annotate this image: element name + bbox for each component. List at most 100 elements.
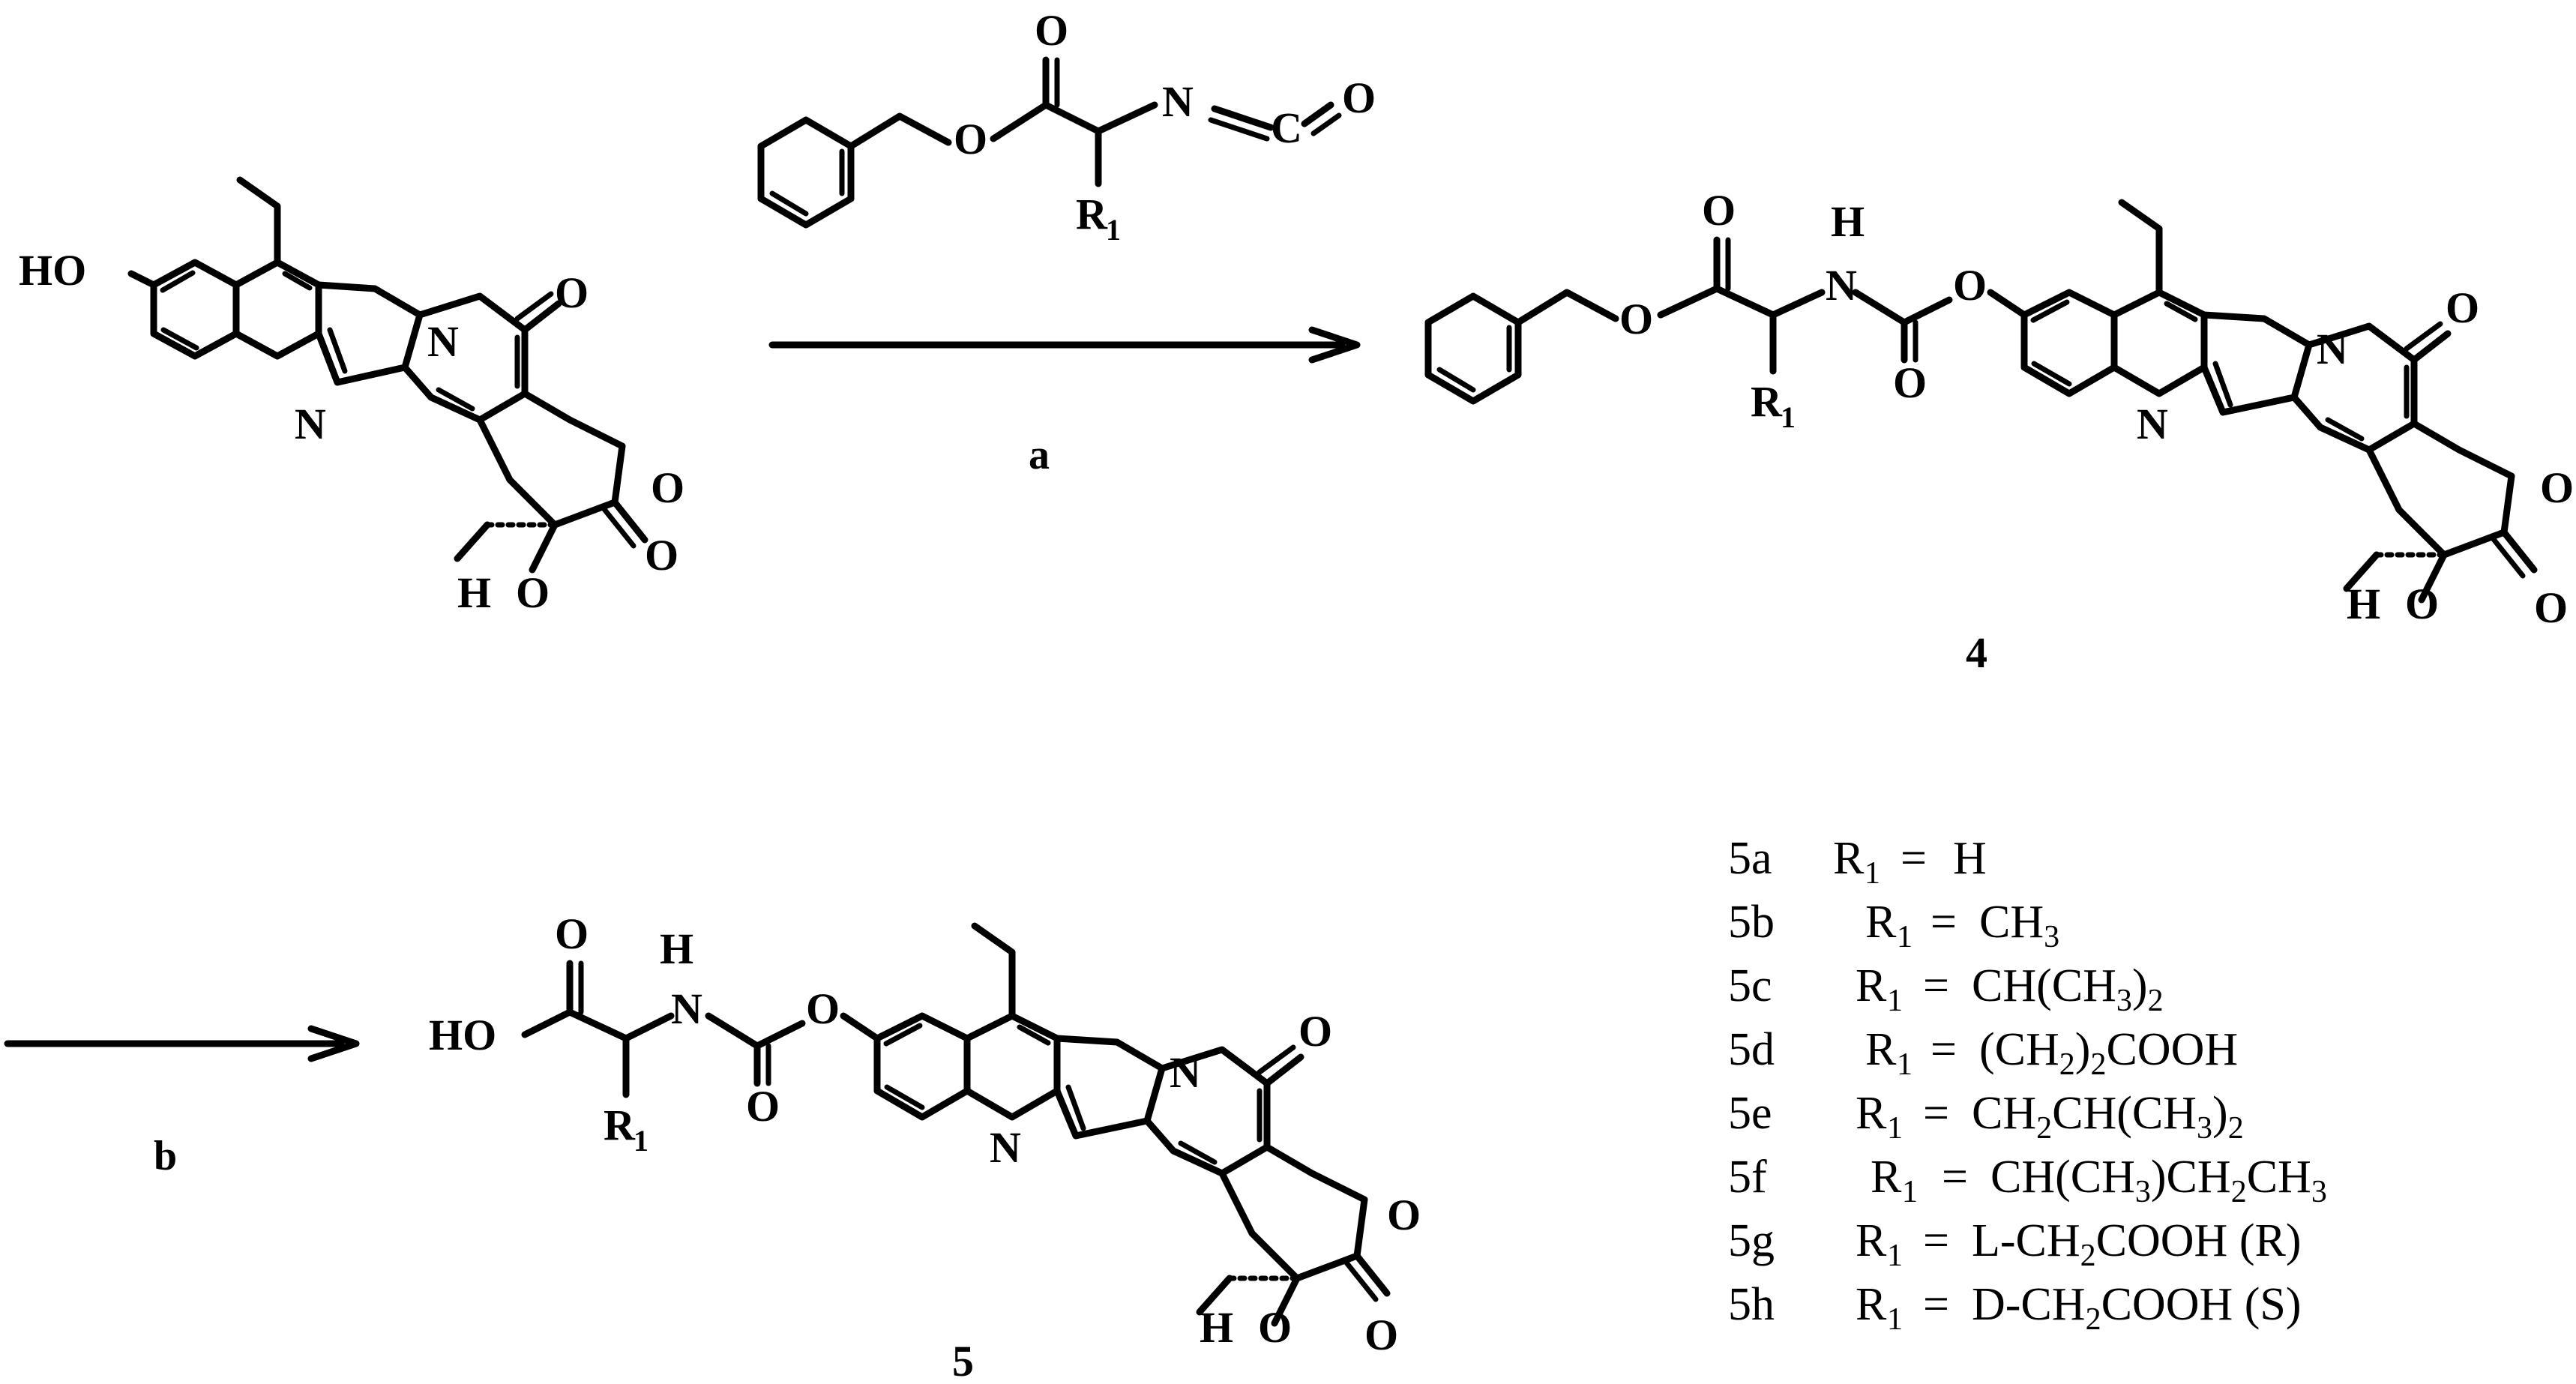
c5-r-label: R [604,1101,636,1149]
lactam-nitrogen-label: N [427,317,459,366]
c4-ester-carbonyl-oxygen-label: O [1702,186,1736,235]
c5-nh-n-label: N [671,984,702,1033]
c4-lactam-oxygen-label: O [2446,283,2479,332]
tertiary-hydroxyl-o-label: O [516,568,550,617]
tertiary-hydroxyl-h-label: H [457,568,491,617]
legend-r-sub: 1 [1887,984,1903,1018]
legend-id: 5a [1728,833,1772,884]
c5-lactam-nitrogen-label: N [1170,1048,1201,1097]
legend-value: (CH2)2COOH [1979,1024,2238,1082]
legend-r-sub: 1 [1887,1111,1903,1146]
c5-lactone-carbonyl-oxygen-label: O [1364,1311,1398,1359]
c5-acid-carbonyl-oxygen-label: O [555,909,589,958]
c5-carbamate-oxygen-label: O [746,1082,780,1131]
legend-r: R [1871,1152,1902,1203]
c4-ester-oxygen-label: O [1619,295,1653,343]
legend-row-5a: 5a R 1 = H [1728,833,1987,891]
c4-r-subscript: 1 [1781,400,1796,434]
legend-value: L-CH2COOH (R) [1972,1215,2301,1273]
reagent-ester-oxygen-label: O [954,115,987,163]
legend-id: 5b [1728,897,1775,948]
legend-eq: = [1923,1088,1949,1139]
legend-r: R [1833,833,1865,884]
reagent-label-b: b [154,1133,177,1179]
legend-eq: = [1931,897,1957,948]
compound-4-structure [1424,199,2538,604]
legend-id: 5e [1728,1088,1772,1139]
c5-lactam-oxygen-label: O [1298,1007,1332,1056]
c5-r-subscript: 1 [634,1124,648,1158]
legend-eq: = [1901,833,1927,884]
reaction-arrow-b [4,1025,360,1062]
legend-value: CH(CH3)2 [1972,960,2164,1018]
legend-r: R [1856,960,1887,1011]
c5-acid-hydroxyl-label: HO [429,1011,496,1059]
legend-id: 5h [1728,1279,1775,1330]
legend-id: 5c [1728,960,1772,1011]
legend-value: CH2CH(CH3)2 [1972,1088,2244,1146]
c5-hydroxyl-o-label: O [1258,1303,1292,1352]
c4-lactone-carbonyl-oxygen-label: O [2534,583,2568,632]
legend-r: R [1865,1024,1897,1075]
lactam-oxygen-label: O [555,268,589,317]
legend-id: 5d [1728,1024,1775,1075]
compound-label-5: 5 [952,1337,974,1384]
legend-eq: = [1942,1152,1968,1203]
reaction-arrow-a [768,326,1361,364]
lactone-ring-oxygen-label: O [651,463,684,512]
quinoline-nitrogen-label: N [295,400,326,448]
legend-r: R [1856,1088,1887,1139]
c4-carbamate-oxygen-label: O [1893,358,1927,407]
legend-eq: = [1923,1279,1949,1330]
legend-value: CH(CH3)CH2CH3 [1990,1152,2327,1209]
legend-r: R [1865,897,1897,948]
c5-aryl-oxygen-label: O [806,984,840,1033]
compound-label-4: 4 [1966,628,1987,677]
legend-row-5h: 5h R 1 = D-CH2COOH (S) [1728,1279,2302,1337]
c5-lactone-ring-oxygen-label: O [1387,1191,1421,1239]
legend-eq: = [1923,1215,1949,1266]
legend-r-sub: 1 [1865,856,1880,891]
isocyanate-reagent-structure [757,56,1342,229]
reagent-r-subscript: 1 [1106,213,1121,247]
legend-row-5d: 5d R 1 = (CH2)2COOH [1728,1024,2238,1082]
legend-id: 5f [1728,1152,1767,1203]
legend-value: H [1953,833,1987,884]
reagent-nitrogen-label: N [1162,77,1194,126]
c4-hydroxyl-h-label: H [2347,580,2380,628]
legend-row-5c: 5c R 1 = CH(CH3)2 [1728,960,2164,1018]
substituent-legend: 5a R 1 = H 5b R 1 = CH3 5c R 1 = CH(CH3)… [1728,833,2327,1337]
legend-eq: = [1923,960,1949,1011]
c4-r-label: R [1751,377,1783,426]
c4-lactone-ring-oxygen-label: O [2540,463,2574,512]
reagent-carbonyl-oxygen-label: O [1035,6,1068,55]
legend-row-5b: 5b R 1 = CH3 [1728,897,2059,954]
c4-aryl-oxygen-label: O [1953,261,1987,310]
c4-nh-h-label: H [1831,197,1865,246]
lactone-carbonyl-oxygen-label: O [645,531,678,580]
c4-hydroxyl-o-label: O [2405,580,2439,628]
legend-row-5e: 5e R 1 = CH2CH(CH3)2 [1728,1088,2244,1146]
legend-eq: = [1931,1024,1957,1075]
c5-nh-h-label: H [660,924,693,973]
legend-value: D-CH2COOH (S) [1972,1279,2302,1337]
c5-quinoline-nitrogen-label: N [990,1123,1021,1172]
legend-row-5g: 5g R 1 = L-CH2COOH (R) [1728,1215,2301,1273]
legend-r-sub: 1 [1897,1047,1913,1082]
c4-lactam-nitrogen-label: N [2317,325,2348,373]
legend-r-sub: 1 [1887,1302,1903,1337]
legend-r-sub: 1 [1902,1175,1918,1209]
reagent-r-label: R [1076,190,1108,238]
c5-hydroxyl-h-label: H [1200,1303,1233,1352]
c4-quinoline-nitrogen-label: N [2137,400,2168,448]
legend-value: CH3 [1979,897,2059,954]
legend-id: 5g [1728,1215,1775,1266]
legend-row-5f: 5f R 1 = CH(CH3)CH2CH3 [1728,1152,2327,1209]
reagent-label-a: a [1029,432,1050,478]
compound-5-structure [521,922,1391,1327]
legend-r-sub: 1 [1897,920,1913,954]
c4-nh-n-label: N [1826,261,1857,310]
starting-material-structure [127,176,648,574]
legend-r: R [1856,1279,1887,1330]
